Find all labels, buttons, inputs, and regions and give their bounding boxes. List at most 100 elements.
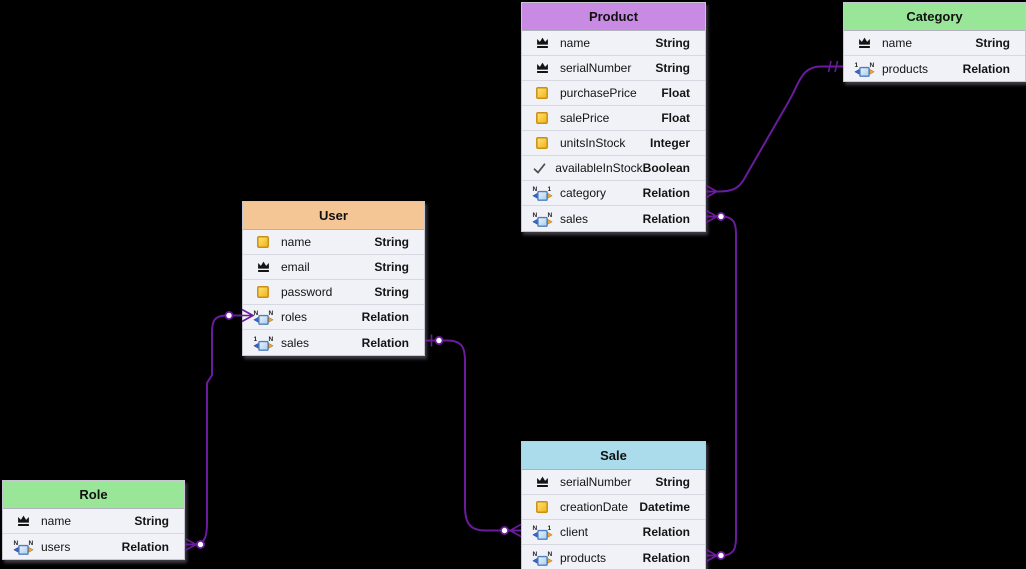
field-type: String xyxy=(975,36,1010,50)
check-icon xyxy=(531,162,548,174)
svg-text:1: 1 xyxy=(547,186,551,193)
field-name: name xyxy=(281,235,312,249)
relation-line-product-category xyxy=(705,60,843,199)
field-name: products xyxy=(560,550,607,565)
table-title-role[interactable]: Role xyxy=(3,481,184,509)
table-title-product[interactable]: Product xyxy=(522,3,705,31)
field-name: email xyxy=(281,260,310,274)
field-type: Float xyxy=(661,111,690,125)
field-icon xyxy=(252,286,274,298)
field-type: Float xyxy=(661,86,690,100)
field-name: sales xyxy=(281,335,310,350)
relation-line-user-sales xyxy=(425,334,522,538)
entity-table-product[interactable]: Product name String serialNumber String … xyxy=(521,2,706,232)
field-name: roles xyxy=(281,310,308,324)
field-row-product-availableinstock[interactable]: availableInStock Boolean xyxy=(522,156,705,181)
field-icon xyxy=(252,236,274,248)
svg-text:N: N xyxy=(547,551,552,558)
field-type: String xyxy=(655,475,690,489)
field-row-product-purchaseprice[interactable]: purchasePrice Float xyxy=(522,81,705,106)
table-title-category[interactable]: Category xyxy=(844,3,1025,31)
field-type: String xyxy=(655,36,690,50)
field-name: client xyxy=(560,525,589,539)
field-row-sale-serialnumber[interactable]: serialNumber String xyxy=(522,470,705,495)
svg-text:N: N xyxy=(28,540,33,547)
table-title-user[interactable]: User xyxy=(243,202,424,230)
svg-text:N: N xyxy=(532,186,537,193)
field-name: name xyxy=(560,36,591,50)
svg-text:N: N xyxy=(532,212,537,219)
svg-text:N: N xyxy=(869,62,874,69)
field-type: String xyxy=(374,235,409,249)
field-row-user-name[interactable]: name String xyxy=(243,230,424,255)
field-type: Relation xyxy=(121,539,169,554)
svg-text:1: 1 xyxy=(253,336,257,343)
field-name: purchasePrice xyxy=(560,86,637,100)
crown-icon xyxy=(252,261,274,273)
field-name: unitsInStock xyxy=(560,136,626,150)
field-row-sale-creationdate[interactable]: creationDate Datetime xyxy=(522,495,705,520)
svg-text:N: N xyxy=(547,212,552,219)
field-name: products xyxy=(882,61,929,76)
svg-text:N: N xyxy=(253,310,258,317)
field-name: category xyxy=(560,186,607,200)
field-icon xyxy=(531,501,553,513)
field-icon xyxy=(531,137,553,149)
field-type: Relation xyxy=(642,550,690,565)
field-type: Integer xyxy=(649,136,690,150)
field-type: Relation xyxy=(962,61,1010,76)
field-name: sales xyxy=(560,211,589,226)
svg-text:N: N xyxy=(13,540,18,547)
svg-text:1: 1 xyxy=(854,62,858,69)
crown-icon xyxy=(853,37,875,49)
field-row-sale-products[interactable]: N N products Relation xyxy=(522,545,705,569)
field-row-product-unitsinstock[interactable]: unitsInStock Integer xyxy=(522,131,705,156)
field-name: password xyxy=(281,285,333,299)
relation-line-product-sales xyxy=(705,209,738,563)
field-row-user-password[interactable]: password String xyxy=(243,280,424,305)
table-title-sale[interactable]: Sale xyxy=(522,442,705,470)
field-name: serialNumber xyxy=(560,61,632,75)
field-row-role-name[interactable]: name String xyxy=(3,509,184,534)
svg-text:N: N xyxy=(532,525,537,532)
field-name: serialNumber xyxy=(560,475,632,489)
field-type: String xyxy=(655,61,690,75)
crown-icon xyxy=(531,62,553,74)
field-icon xyxy=(531,112,553,124)
field-name: salePrice xyxy=(560,111,610,125)
field-row-user-email[interactable]: email String xyxy=(243,255,424,280)
field-row-product-saleprice[interactable]: salePrice Float xyxy=(522,106,705,131)
field-type: Relation xyxy=(642,186,690,200)
field-row-product-name[interactable]: name String xyxy=(522,31,705,56)
entity-table-sale[interactable]: Sale serialNumber String creationDate Da… xyxy=(521,441,706,569)
field-type: String xyxy=(134,514,169,528)
svg-text:N: N xyxy=(268,336,273,343)
field-type: Relation xyxy=(642,211,690,226)
field-type: Relation xyxy=(642,525,690,539)
field-row-category-name[interactable]: name String xyxy=(844,31,1025,56)
entity-table-user[interactable]: User name String email String password S… xyxy=(242,201,425,356)
field-row-product-category[interactable]: N 1 category Relation xyxy=(522,181,705,206)
svg-text:N: N xyxy=(532,551,537,558)
field-name: availableInStock xyxy=(555,161,643,175)
field-type: String xyxy=(374,285,409,299)
crown-icon xyxy=(531,476,553,488)
crown-icon xyxy=(531,37,553,49)
field-row-product-serialnumber[interactable]: serialNumber String xyxy=(522,56,705,81)
field-name: name xyxy=(41,514,72,528)
